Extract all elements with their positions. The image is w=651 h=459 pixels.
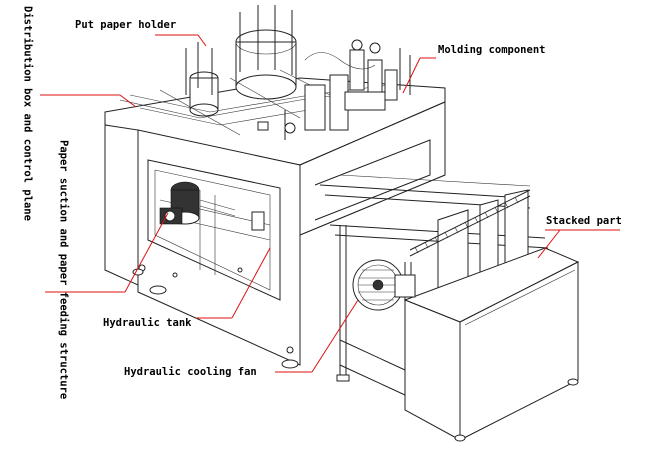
hydraulic-tank-unit [159, 181, 236, 225]
cooling-fan [352, 259, 416, 311]
label-put-paper-holder: Put paper holder [75, 19, 177, 31]
label-molding-component: Molding component [438, 44, 546, 56]
stacker-comb [409, 189, 531, 257]
label-hydraulic-cooling-fan: Hydraulic cooling fan [124, 366, 257, 378]
label-distribution-box: Distribution box and control plane [21, 6, 34, 221]
label-paper-suction: Paper suction and paper feeding structur… [57, 140, 70, 400]
stacked-part-cabinet [403, 247, 580, 442]
leader-lines [40, 34, 620, 373]
label-stacked-part: Stacked part [546, 215, 622, 227]
molding-component [257, 39, 411, 140]
paper-holder-assembly [119, 5, 391, 136]
label-hydraulic-tank: Hydraulic tank [103, 317, 192, 329]
